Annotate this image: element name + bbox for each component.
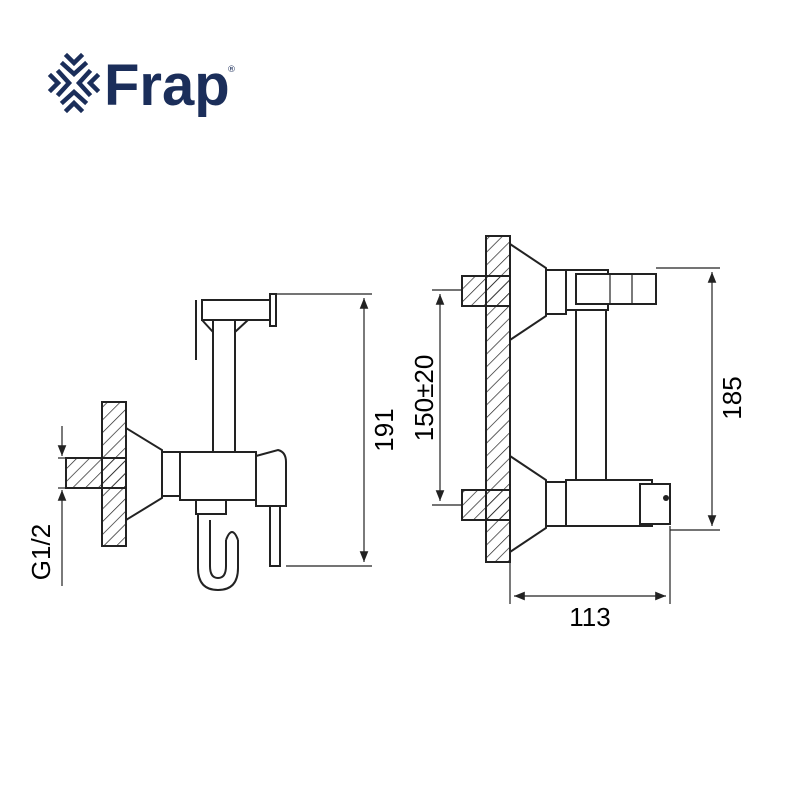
outlet-dot xyxy=(663,495,669,501)
brand-name: Frap xyxy=(104,53,230,118)
registered-mark: ® xyxy=(227,65,236,75)
dim-191-label: 191 xyxy=(369,408,399,451)
dim-113-label: 113 xyxy=(569,602,610,632)
left-view: 191 G1/2 xyxy=(26,293,399,592)
upper-inlet xyxy=(461,275,511,307)
mixer-column xyxy=(575,309,607,481)
hose-loop-inner xyxy=(209,520,227,580)
inlet-nipple xyxy=(65,457,127,489)
hose-bend xyxy=(225,531,239,541)
right-view: 150±20 185 113 xyxy=(409,235,747,632)
brand-logo: Frap ® xyxy=(47,52,236,118)
thread-label: G1/2 xyxy=(26,524,56,580)
escutcheon-left xyxy=(125,426,163,522)
snowflake-arrows-icon xyxy=(47,52,101,114)
upper-union xyxy=(545,269,567,315)
lower-outlet xyxy=(639,483,671,525)
dim-185-label: 185 xyxy=(717,376,747,419)
dim-150-label: 150±20 xyxy=(409,355,439,442)
lever-housing xyxy=(255,448,287,507)
lower-escutcheon xyxy=(509,454,547,554)
holder-cap xyxy=(269,293,277,327)
lever-handle xyxy=(269,505,281,567)
hose-outlet xyxy=(195,499,227,515)
hose-loop xyxy=(197,514,239,592)
upper-escutcheon xyxy=(509,242,547,342)
lower-union xyxy=(545,481,567,527)
sprayer-holder xyxy=(201,299,271,321)
upper-handle xyxy=(575,273,657,305)
union-nut-left xyxy=(161,451,181,497)
lower-inlet xyxy=(461,489,511,521)
mixer-body-left xyxy=(179,451,257,501)
holder-taper xyxy=(201,319,249,333)
riser-pipe xyxy=(212,319,236,453)
